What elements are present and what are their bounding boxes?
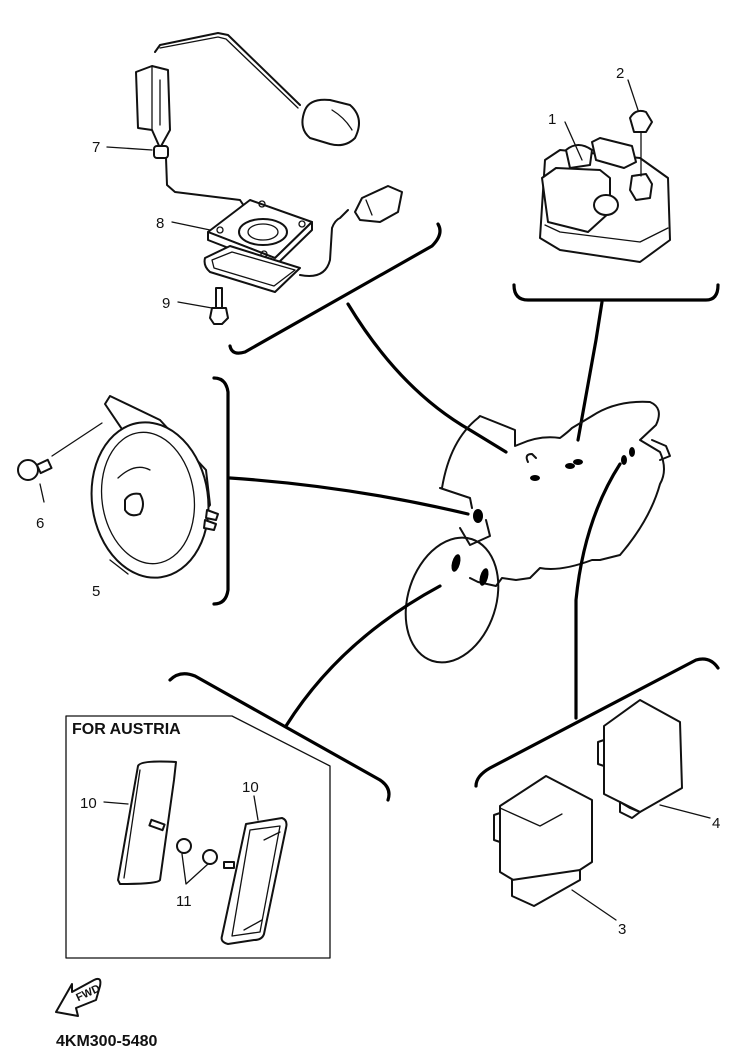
starter-relay[interactable] xyxy=(539,137,671,263)
leader-relay-units xyxy=(574,462,622,720)
callout-7: 7 xyxy=(92,139,100,156)
motorcycle-outline xyxy=(404,400,671,664)
relay-unit-4[interactable] xyxy=(597,699,683,819)
bolt-2[interactable] xyxy=(629,109,653,177)
leader-relay xyxy=(576,300,604,442)
relay-unit-3[interactable] xyxy=(493,775,593,907)
fwd-arrow-icon: FWD xyxy=(55,977,102,1017)
callout-2: 2 xyxy=(616,65,624,82)
group-brace-relay xyxy=(512,283,720,302)
gasket-plate[interactable] xyxy=(203,185,403,293)
reference-code: 4KM300-5480 xyxy=(56,1033,158,1050)
bolt-6[interactable] xyxy=(17,422,103,481)
reflector-right[interactable] xyxy=(220,817,288,945)
group-brace-horn xyxy=(212,376,230,606)
svg-text:FWD: FWD xyxy=(74,983,102,1004)
group-brace-relay-units xyxy=(474,657,720,788)
inset-frame xyxy=(65,715,331,959)
callout-3: 3 xyxy=(618,921,626,938)
horn[interactable] xyxy=(82,395,219,585)
nut-11[interactable] xyxy=(176,838,218,885)
callout-9: 9 xyxy=(162,295,170,312)
leader-horn xyxy=(228,476,470,516)
group-brace-fuel xyxy=(228,222,442,355)
bolt-9[interactable] xyxy=(209,287,229,325)
callout-1: 1 xyxy=(548,111,556,128)
fuel-sender-unit[interactable] xyxy=(135,32,360,216)
leader-reflectors xyxy=(284,584,442,728)
callout-10-left: 10 xyxy=(80,795,97,812)
inset-title: FOR AUSTRIA xyxy=(72,721,181,738)
reflector-left[interactable] xyxy=(117,760,177,885)
callout-11: 11 xyxy=(176,893,192,910)
group-brace-reflectors xyxy=(168,672,391,802)
callout-4: 4 xyxy=(712,815,720,832)
callout-8: 8 xyxy=(156,215,164,232)
leader-fuel xyxy=(346,302,508,454)
callout-6: 6 xyxy=(36,515,44,532)
callout-5: 5 xyxy=(92,583,100,600)
callout-10-right: 10 xyxy=(242,779,259,796)
